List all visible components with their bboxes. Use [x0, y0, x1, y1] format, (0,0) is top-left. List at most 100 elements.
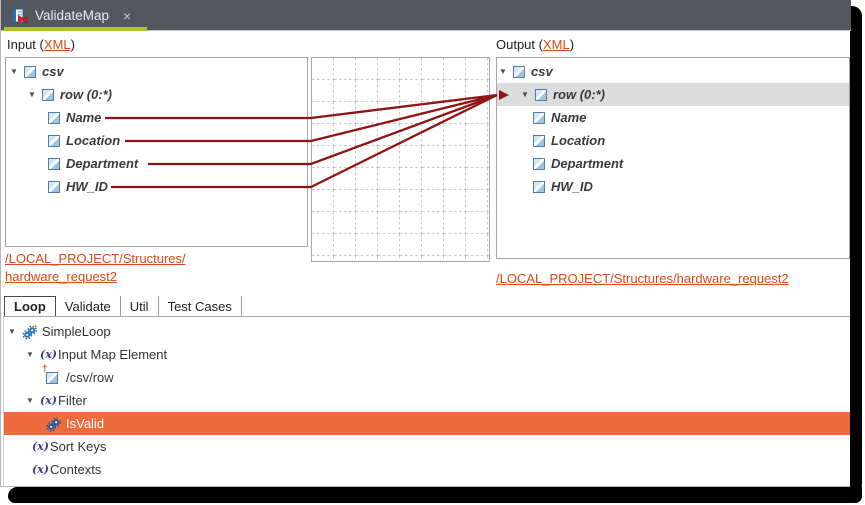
loop-tree-row-sort-keys[interactable]: Sort Keys [4, 435, 850, 458]
input-header-text: Input ( [7, 37, 44, 52]
tree-label: /csv/row [66, 370, 114, 385]
input-structure-link[interactable]: /LOCAL_PROJECT/Structures/ hardware_requ… [5, 250, 186, 286]
output-tree-row-name[interactable]: Name [497, 106, 849, 129]
output-header-text: Output ( [496, 37, 543, 52]
tree-label: Location [551, 133, 606, 148]
output-tree-row-csv[interactable]: csv [497, 60, 849, 83]
xml-element-icon [533, 111, 545, 124]
tree-label: csv [42, 64, 64, 79]
loop-tree-row-isvalid-selected[interactable]: IsValid [4, 412, 850, 435]
input-header-close-paren: ) [70, 37, 75, 52]
gears-icon [22, 323, 38, 340]
loop-tree-row-contexts[interactable]: Contexts [4, 458, 850, 481]
mapping-target-arrow-icon [499, 89, 519, 100]
loop-tree-row-simpleloop[interactable]: SimpleLoop [4, 320, 850, 343]
tree-label: row (0:*) [553, 87, 605, 102]
xml-element-icon [513, 65, 525, 78]
expander-icon[interactable] [26, 396, 40, 405]
tree-label: Name [551, 110, 587, 125]
input-tree-row-csv[interactable]: csv [6, 60, 307, 83]
output-tree-row-hwid[interactable]: HW_ID [497, 175, 849, 198]
input-header: Input (XML) [7, 37, 75, 52]
output-tree-row-department[interactable]: Department [497, 152, 849, 175]
tab-validate[interactable]: Validate [56, 296, 121, 317]
tree-label: csv [531, 64, 553, 79]
input-structure-link-line2: hardware_request2 [5, 269, 118, 284]
tree-label: Location [66, 133, 121, 148]
x-function-icon [32, 463, 50, 476]
tree-label: HW_ID [66, 179, 108, 194]
editor-tab-title: ValidateMap [35, 8, 110, 23]
input-xml-link[interactable]: XML [43, 37, 71, 52]
output-structure-link-text: /LOCAL_PROJECT/Structures/hardware_reque… [496, 271, 789, 286]
expander-icon[interactable] [26, 350, 40, 359]
canvas-grid [312, 58, 489, 261]
expander-icon[interactable] [8, 327, 22, 336]
expander-icon[interactable] [499, 67, 513, 76]
input-structure-link-line1: /LOCAL_PROJECT/Structures/ [5, 251, 186, 266]
input-tree-panel: csv row (0:*) Name Location Department [5, 57, 308, 247]
xml-element-icon [535, 88, 547, 101]
mapper-window: ValidateMap × Input (XML) Output (XML) c… [0, 0, 850, 487]
tree-label: HW_ID [551, 179, 593, 194]
editor-tabbar: ValidateMap × [1, 0, 851, 31]
tab-label: Test Cases [167, 299, 232, 314]
output-tree-row-row-selected[interactable]: row (0:*) [497, 83, 849, 106]
window-shadow-right [850, 6, 862, 496]
expander-icon[interactable] [521, 90, 535, 99]
mapping-canvas[interactable] [311, 57, 490, 262]
expander-icon[interactable] [28, 90, 42, 99]
input-tree-row-row[interactable]: row (0:*) [6, 83, 307, 106]
output-header-close-paren: ) [569, 37, 575, 52]
output-tree-panel: csv row (0:*) Name Location Department [496, 57, 850, 259]
tab-label: Validate [64, 299, 111, 314]
loop-tree-row-filter[interactable]: Filter [4, 389, 850, 412]
loop-tree-row-input-map-element[interactable]: Input Map Element [4, 343, 850, 366]
gears-icon [46, 415, 62, 432]
tab-test-cases[interactable]: Test Cases [159, 296, 242, 317]
bottom-tabbar: Loop Validate Util Test Cases [4, 296, 242, 317]
tree-label: IsValid [66, 416, 105, 431]
x-function-icon [40, 348, 58, 361]
tree-label: Filter [58, 393, 87, 408]
tab-label: Loop [14, 299, 46, 314]
map-file-icon [12, 8, 28, 23]
output-tree-row-location[interactable]: Location [497, 129, 849, 152]
xml-element-icon [533, 134, 545, 147]
tree-label: Sort Keys [50, 439, 107, 454]
tree-label: Input Map Element [58, 347, 168, 362]
output-structure-link[interactable]: /LOCAL_PROJECT/Structures/hardware_reque… [496, 270, 789, 288]
input-tree-row-hwid[interactable]: HW_ID [6, 175, 307, 198]
tab-label: Util [129, 299, 149, 314]
xml-element-icon [48, 180, 60, 193]
xml-element-icon [24, 65, 36, 78]
loop-tree-panel: SimpleLoop Input Map Element /csv/row Fi… [3, 316, 850, 486]
xml-element-icon [42, 88, 54, 101]
window-shadow-bottom [8, 487, 862, 503]
tree-label: Department [66, 156, 139, 171]
output-xml-link[interactable]: XML [542, 37, 570, 52]
close-icon[interactable]: × [123, 7, 132, 24]
input-tree-row-name[interactable]: Name [6, 106, 307, 129]
loop-tree-row-csv-row[interactable]: /csv/row [4, 364, 850, 389]
active-tab-underline [4, 27, 147, 31]
xml-element-icon [48, 134, 60, 147]
xml-element-icon [48, 111, 60, 124]
expander-icon[interactable] [10, 67, 24, 76]
tree-label: row (0:*) [60, 87, 112, 102]
input-tree-row-department[interactable]: Department [6, 152, 307, 175]
xml-element-icon [48, 157, 60, 170]
output-header: Output (XML) [496, 37, 574, 52]
x-function-icon [40, 394, 58, 407]
xml-element-icon [533, 180, 545, 193]
xml-element-icon [533, 157, 545, 170]
input-tree-row-location[interactable]: Location [6, 129, 307, 152]
element-add-icon [42, 364, 58, 384]
tree-label: Contexts [50, 462, 102, 477]
tab-loop[interactable]: Loop [4, 296, 56, 317]
tab-util[interactable]: Util [121, 296, 159, 317]
tree-label: Name [66, 110, 102, 125]
tree-label: Department [551, 156, 624, 171]
editor-tab-validatemap[interactable]: ValidateMap × [4, 0, 147, 31]
